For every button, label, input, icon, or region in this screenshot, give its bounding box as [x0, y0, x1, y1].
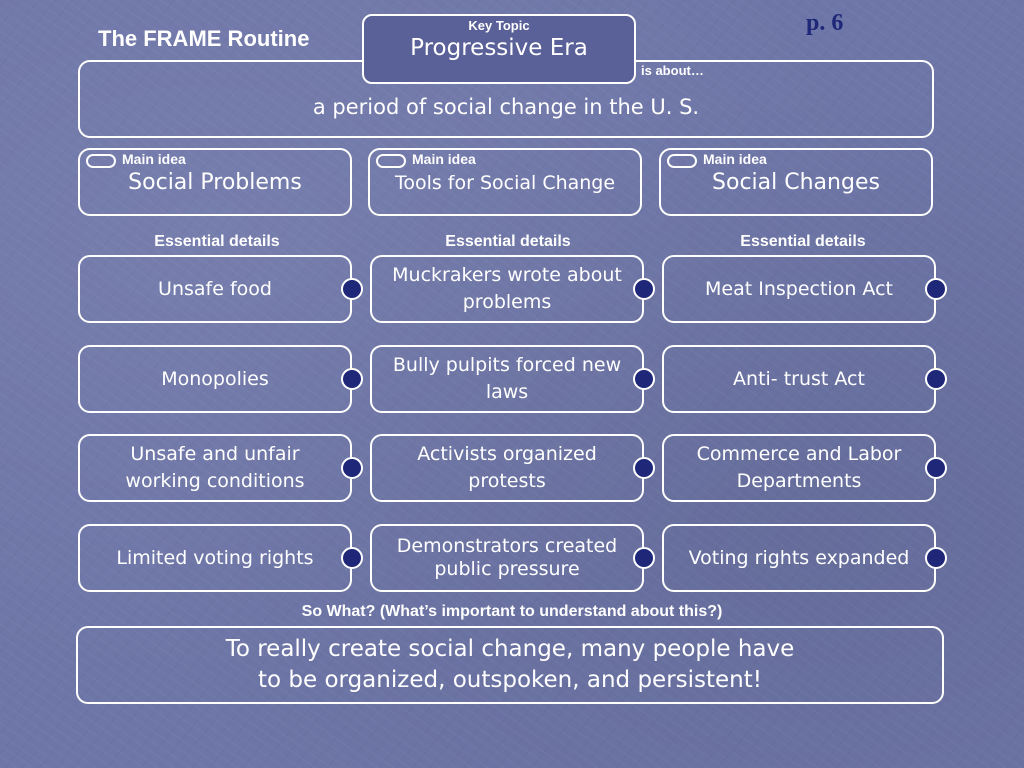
- essential-details-label-3: Essential details: [740, 233, 866, 250]
- detail-box-tools-4: Demonstrators created public pressure: [370, 524, 644, 592]
- detail-box-tools-3: Activists organized protests: [370, 434, 644, 502]
- connector-knob-icon: [633, 457, 655, 479]
- detail-box-social-problems-4: Limited voting rights: [78, 524, 352, 592]
- connector-knob-icon: [341, 457, 363, 479]
- detail-text: Demonstrators created public pressure: [396, 535, 618, 580]
- main-idea-value: Tools for Social Change: [394, 172, 616, 194]
- detail-box-social-problems-3: Unsafe and unfair working conditions: [78, 434, 352, 502]
- so-what-box: To really create social change, many peo…: [76, 626, 944, 704]
- connector-knob-icon: [925, 368, 947, 390]
- detail-text: Bully pulpits forced new laws: [392, 354, 622, 403]
- key-topic-value: Progressive Era: [410, 35, 588, 61]
- detail-text: Monopolies: [161, 367, 269, 390]
- detail-text: Activists organized protests: [417, 443, 597, 492]
- detail-text: Voting rights expanded: [688, 546, 910, 569]
- so-what-text: To really create social change, many peo…: [225, 636, 795, 693]
- page-number: p. 6: [806, 10, 844, 36]
- connector-knob-icon: [633, 278, 655, 300]
- connector-knob-icon: [341, 547, 363, 569]
- connector-knob-icon: [925, 457, 947, 479]
- main-idea-box-3: Main idea Social Changes: [659, 148, 933, 216]
- connector-knob-icon: [633, 547, 655, 569]
- connector-knob-icon: [633, 368, 655, 390]
- main-idea-value: Social Changes: [712, 170, 880, 195]
- detail-text: Limited voting rights: [116, 546, 314, 569]
- frame-title: The FRAME Routine: [98, 26, 310, 51]
- connector-knob-icon: [341, 278, 363, 300]
- detail-box-tools-1: Muckrakers wrote about problems: [370, 255, 644, 323]
- essential-details-label-1: Essential details: [154, 233, 280, 250]
- main-idea-pill-icon: [86, 154, 116, 168]
- key-topic-box: Key Topic Progressive Era: [362, 14, 636, 84]
- main-idea-pill-icon: [667, 154, 697, 168]
- detail-text: Anti- trust Act: [733, 367, 865, 390]
- key-topic-label: Key Topic: [468, 18, 530, 33]
- main-idea-label: Main idea: [703, 151, 767, 167]
- main-idea-box-1: Main idea Social Problems: [78, 148, 352, 216]
- main-idea-pill-icon: [376, 154, 406, 168]
- main-idea-box-2: Main idea Tools for Social Change: [368, 148, 642, 216]
- so-what-label: So What? (What’s important to understand…: [301, 603, 723, 620]
- detail-text: Unsafe food: [158, 277, 272, 300]
- detail-text: Commerce and Labor Departments: [696, 443, 902, 492]
- detail-text: Unsafe and unfair working conditions: [125, 443, 305, 492]
- is-about-label: is about…: [641, 63, 704, 78]
- detail-box-changes-4: Voting rights expanded: [662, 524, 936, 592]
- connector-knob-icon: [925, 547, 947, 569]
- main-idea-label: Main idea: [122, 151, 186, 167]
- connector-knob-icon: [341, 368, 363, 390]
- detail-box-social-problems-2: Monopolies: [78, 345, 352, 413]
- detail-box-tools-2: Bully pulpits forced new laws: [370, 345, 644, 413]
- essential-details-label-2: Essential details: [445, 233, 571, 250]
- detail-box-changes-3: Commerce and Labor Departments: [662, 434, 936, 502]
- detail-box-changes-1: Meat Inspection Act: [662, 255, 936, 323]
- main-idea-value: Social Problems: [128, 170, 302, 195]
- connector-knob-icon: [925, 278, 947, 300]
- detail-box-social-problems-1: Unsafe food: [78, 255, 352, 323]
- main-idea-label: Main idea: [412, 151, 476, 167]
- detail-text: Meat Inspection Act: [705, 277, 893, 300]
- detail-box-changes-2: Anti- trust Act: [662, 345, 936, 413]
- is-about-text: a period of social change in the U. S.: [312, 95, 700, 119]
- detail-text: Muckrakers wrote about problems: [392, 264, 622, 313]
